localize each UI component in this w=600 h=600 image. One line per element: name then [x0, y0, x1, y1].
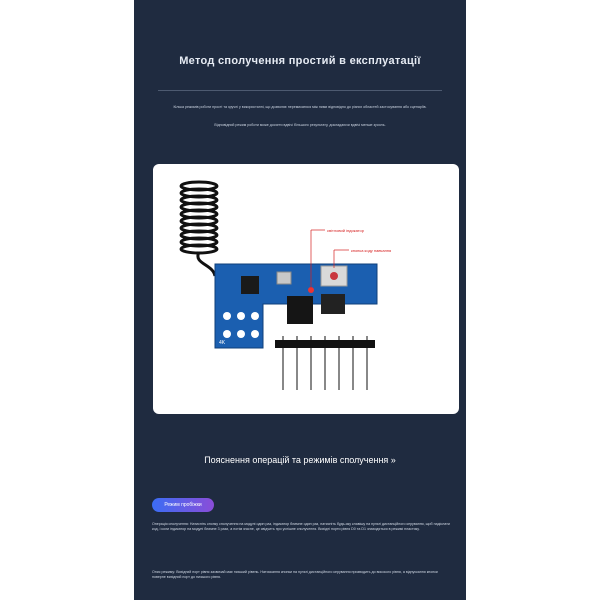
mode-badge: Режим пробіжки — [152, 498, 214, 512]
crystal — [276, 271, 292, 285]
decoder-chip — [287, 296, 313, 324]
antenna-coil — [179, 180, 219, 277]
pin-header-base — [275, 340, 375, 348]
intro-paragraph-2: Відповідний режим роботи може досягти вд… — [214, 123, 386, 127]
module-mark: 4K — [219, 340, 226, 346]
page-title: Метод сполучення простий в експлуатації — [179, 55, 421, 67]
receiver-module-illustration: світловий індикатор кнопка коду навчання… — [179, 180, 391, 390]
label-indicator: світловий індикатор — [327, 228, 365, 233]
pairing-operation-text: Операція сполучення: Натисніть кнопку сп… — [152, 522, 450, 531]
title-divider — [158, 90, 442, 91]
label-button: кнопка коду навчання — [351, 248, 391, 253]
indicator-led — [308, 287, 314, 293]
intro-paragraph-1: Кілька режимів роботи прості та зручні у… — [173, 105, 427, 109]
rf-chip — [241, 276, 259, 294]
mode-description-text: Опис режиму: Вихідний порт рівня зазвича… — [152, 570, 438, 579]
regulator — [321, 294, 345, 314]
content-panel: Метод сполучення простий в експлуатації … — [134, 0, 466, 600]
section-title[interactable]: Пояснення операцій та режимів сполучення… — [204, 455, 396, 465]
product-image: світловий індикатор кнопка коду навчання… — [153, 164, 459, 414]
pairing-button-cap — [330, 272, 338, 280]
